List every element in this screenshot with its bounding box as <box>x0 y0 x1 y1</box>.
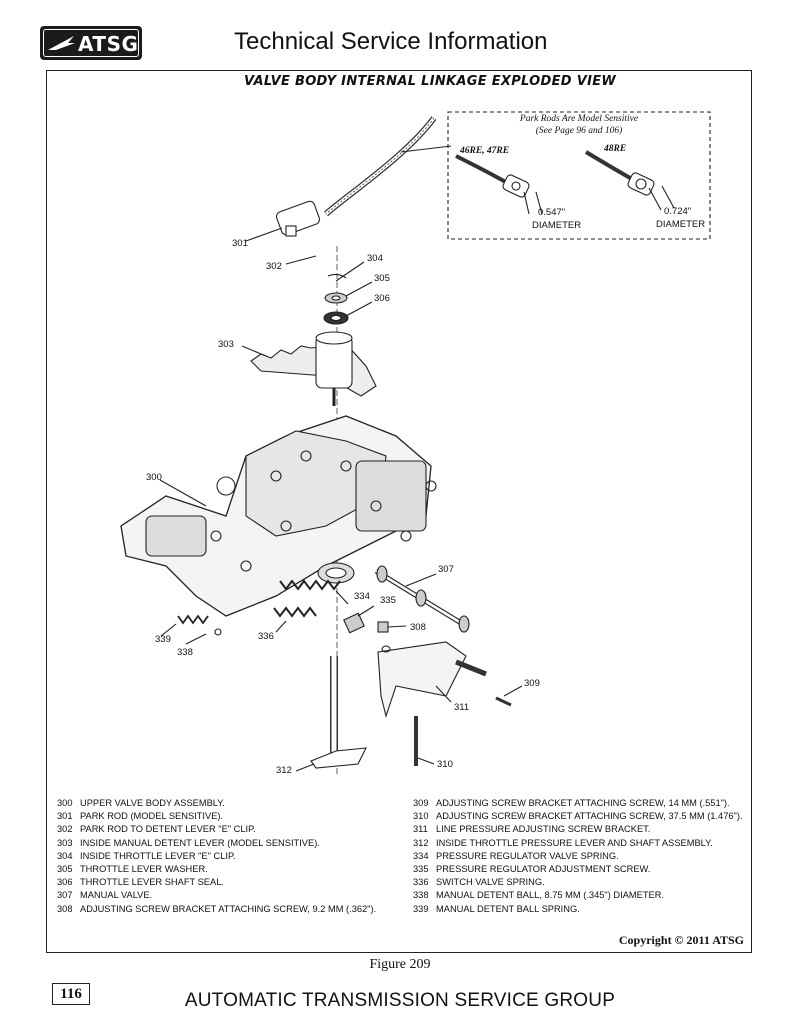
inset-right-diameter: 0.724" <box>664 206 692 217</box>
callout-310: 310 <box>437 759 453 770</box>
detent-ball-spring-339 <box>177 614 209 625</box>
figure-caption: Figure 209 <box>369 957 431 972</box>
pressure-regulator-spring-334 <box>279 579 341 591</box>
inset-note-line1: Park Rods Are Model Sensitive <box>519 114 639 124</box>
callout-334: 334 <box>354 591 370 602</box>
figure-frame <box>46 70 752 953</box>
callout-308: 308 <box>410 622 426 633</box>
page-footer: AUTOMATIC TRANSMISSION SERVICE GROUP <box>184 990 616 1011</box>
callout-304: 304 <box>367 253 383 264</box>
e-clip-304 <box>327 273 347 279</box>
logo-text: ATSG <box>78 32 139 56</box>
page-header-title: Technical Service Information <box>234 28 548 55</box>
detent-lever-303 <box>250 343 377 397</box>
atsg-logo: ATSG <box>40 26 142 60</box>
exploded-view-diagram <box>120 111 711 776</box>
inset-leader <box>400 145 452 153</box>
screw-308 <box>377 621 389 633</box>
callout-301: 301 <box>232 238 248 249</box>
callout-312: 312 <box>276 765 292 776</box>
inset-note: Park Rods Are Model Sensitive (See Page … <box>448 113 710 137</box>
switch-valve-spring-336 <box>273 606 317 618</box>
callout-311: 311 <box>454 702 470 713</box>
callout-307: 307 <box>438 564 454 575</box>
inset-note-line2: (See Page 96 and 106) <box>535 126 623 136</box>
callout-303: 303 <box>218 339 234 350</box>
inset-right-diameter-label: DIAMETER <box>656 219 706 230</box>
wing-logo-icon <box>48 36 75 50</box>
park-rod-end <box>275 200 321 236</box>
callout-339: 339 <box>155 634 171 645</box>
callout-302: 302 <box>266 261 282 272</box>
inset-right-model: 48RE <box>604 144 627 154</box>
inset-box <box>447 111 711 240</box>
callout-335: 335 <box>380 595 396 606</box>
adjustment-screw-335 <box>343 612 365 634</box>
screw-309 <box>455 659 487 677</box>
callout-309: 309 <box>524 678 540 689</box>
detent-ball-338 <box>214 628 222 636</box>
inset-left-diameter-label: DIAMETER <box>532 220 582 231</box>
callout-300: 300 <box>146 472 162 483</box>
inset-left-diameter: 0.547" <box>538 207 566 218</box>
inset-left-model: 46RE, 47RE <box>460 146 510 156</box>
callout-305: 305 <box>374 273 390 284</box>
callout-338: 338 <box>177 647 193 658</box>
callout-306: 306 <box>374 293 390 304</box>
callout-336: 336 <box>258 631 274 642</box>
figure-title: VALVE BODY INTERNAL LINKAGE EXPLODED VIE… <box>244 74 617 89</box>
bracket-311 <box>377 641 467 718</box>
copyright-notice: Copyright © 2011 ATSG <box>618 933 744 947</box>
page-number: 116 <box>52 983 90 1005</box>
